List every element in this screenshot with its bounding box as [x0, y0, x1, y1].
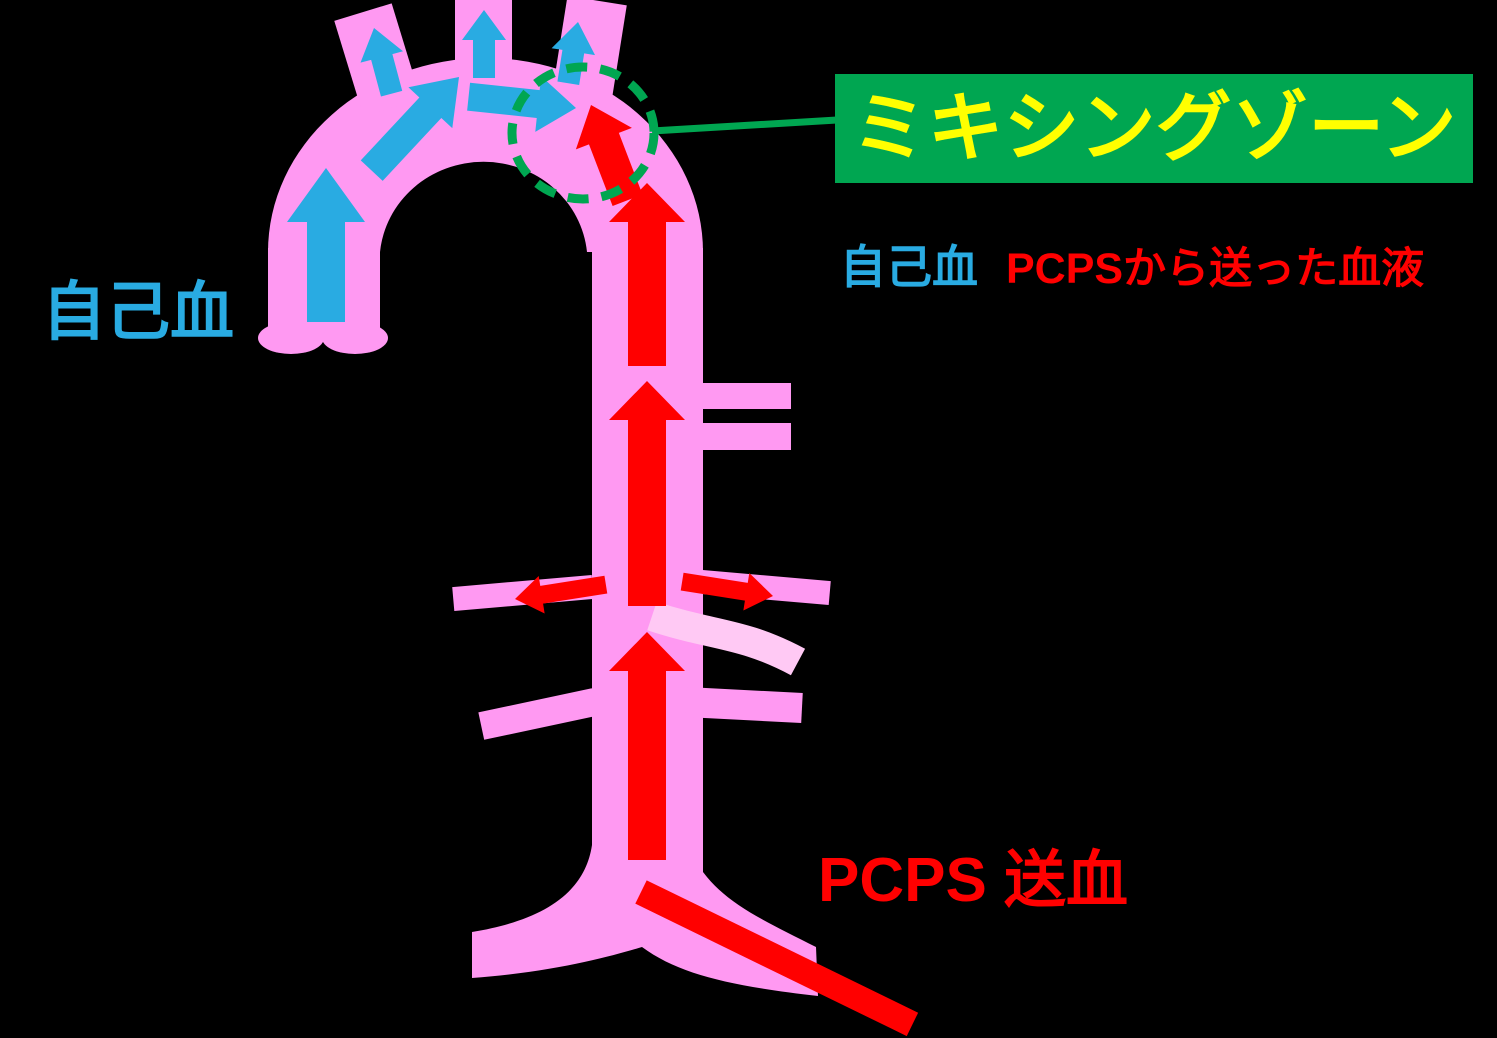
mixing-zone-callout-line [651, 116, 838, 135]
pcps-cannula [635, 880, 919, 1037]
pcps-arrow-trunk-lower [609, 632, 685, 860]
legend-own-blood: 自己血 [840, 241, 978, 293]
own-blood-arrow-branch-1 [360, 28, 404, 97]
own-blood-arrow-branch-3 [551, 22, 596, 85]
lower-right-branch [685, 686, 803, 724]
pcps-arrow-mixing-zone [575, 105, 643, 206]
pcps-arrow-renal-left [515, 575, 608, 614]
aortic-root-left-lobe [258, 322, 324, 354]
legend-pcps-blood: PCPSから送った血液 [1006, 245, 1425, 293]
pcps-supply-label: PCPS 送血 [818, 846, 1129, 915]
own-blood-arrow-branch-2 [462, 10, 506, 78]
right-branch-upper [695, 383, 791, 409]
pcps-arrow-trunk-middle [609, 381, 685, 606]
mixing-zone-label: ミキシングゾーン [851, 85, 1457, 171]
own-blood-arrow-ascending [287, 168, 365, 322]
own-blood-arrow-arch-diagonal [360, 77, 459, 181]
aortic-root-right-lobe [322, 322, 388, 354]
light-pink-branch [647, 601, 806, 676]
pcps-arrow-renal-right [680, 572, 773, 611]
pcps-arrow-trunk-upper [609, 183, 685, 366]
mixing-zone-label-box: ミキシングゾーン [835, 74, 1473, 183]
own-blood-label: 自己血 [42, 276, 234, 348]
pcps-flow-arrows [515, 105, 919, 1037]
iliac-bifurcation [472, 840, 818, 996]
right-branch-lower [695, 423, 791, 450]
aorta-vessels [258, 0, 831, 996]
lower-left-branch [478, 688, 598, 740]
